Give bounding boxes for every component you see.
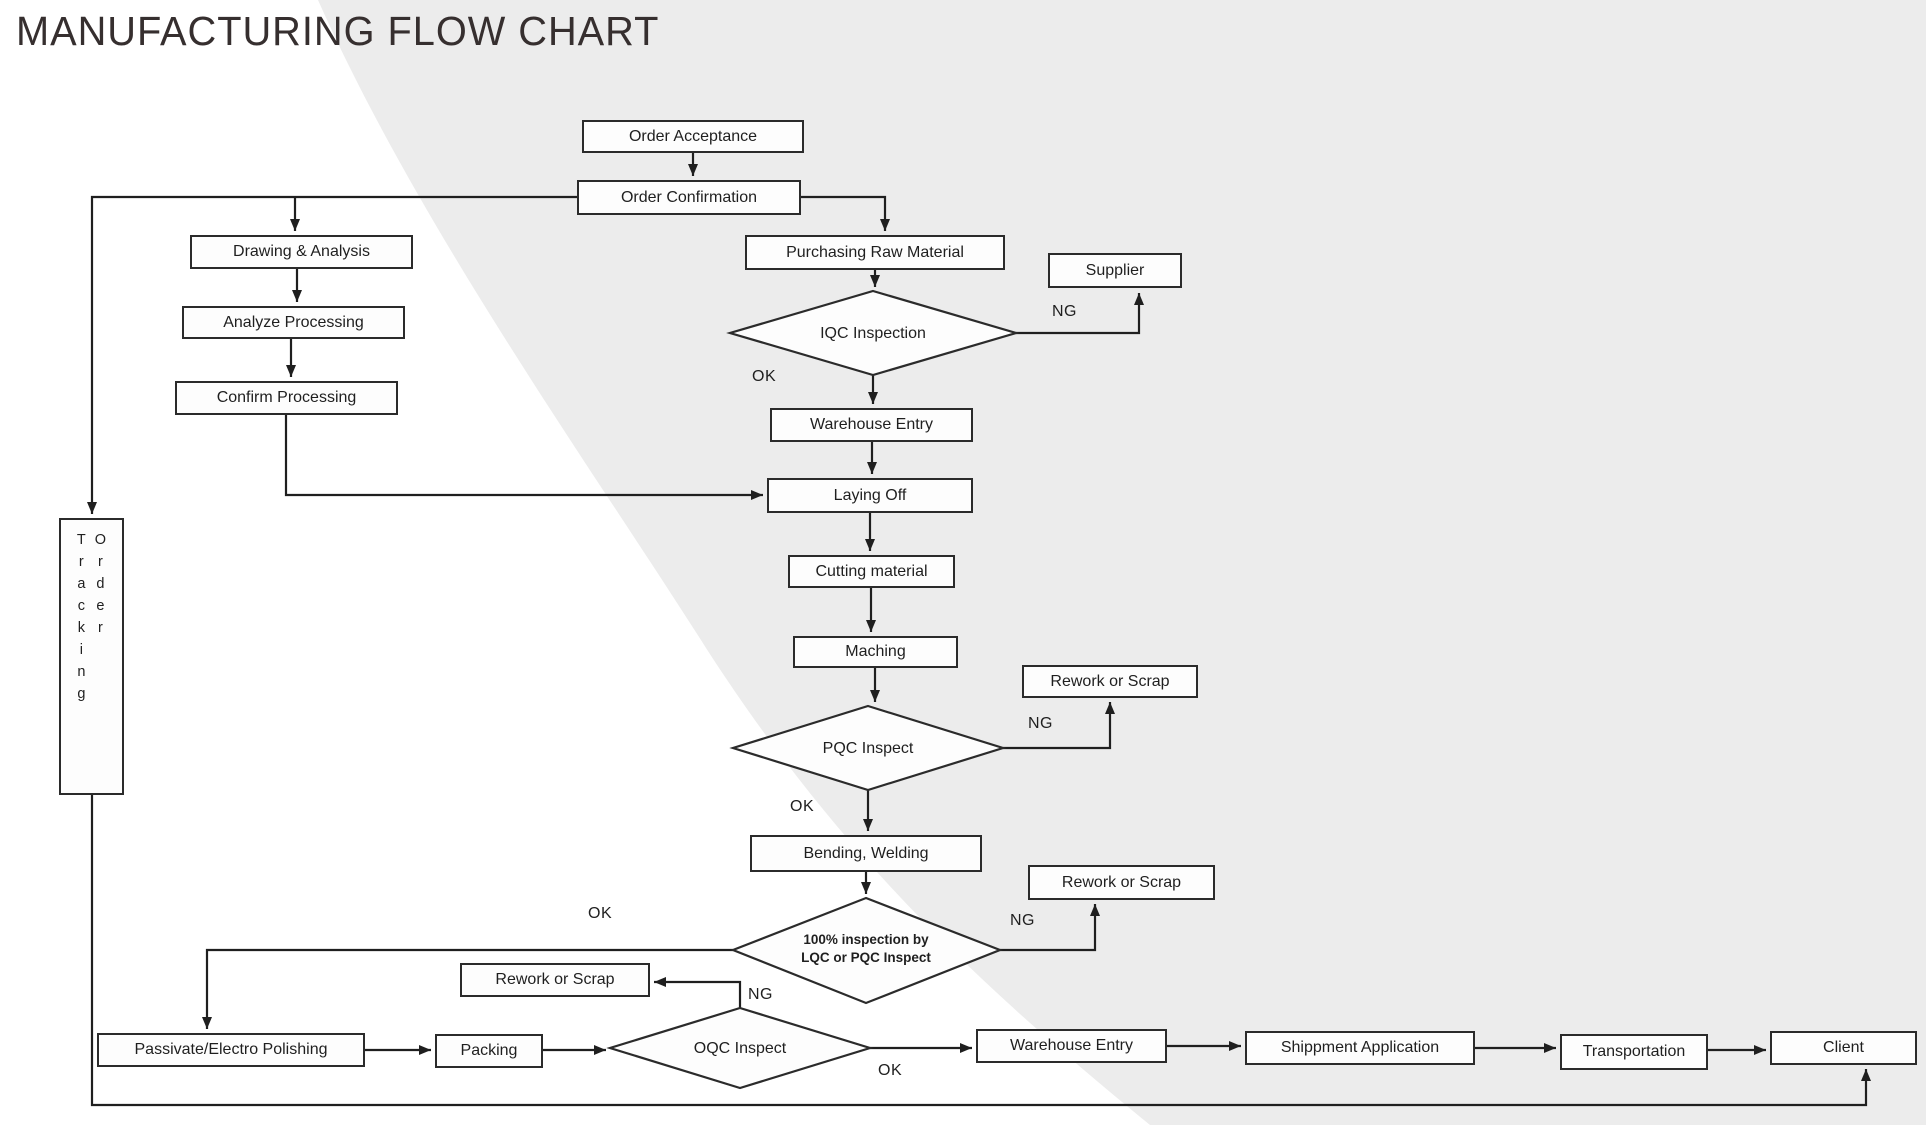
node-label: Transportation xyxy=(1582,1043,1686,1060)
node-label: Rework or Scrap xyxy=(495,971,615,988)
branch-label-oqc-ng: NG xyxy=(748,986,773,1003)
node-order-acceptance: Order Acceptance xyxy=(582,120,804,153)
decision-label-insp100-line2: LQC or PQC Inspect xyxy=(801,950,931,965)
decision-label-oqc: OQC Inspect xyxy=(693,1040,787,1057)
node-transportation: Transportation xyxy=(1560,1034,1708,1070)
decision-pqc-inspect xyxy=(729,704,1007,792)
node-shippment-application: Shippment Application xyxy=(1245,1031,1475,1065)
branch-label-iqc-ok: OK xyxy=(752,368,777,385)
node-label: Rework or Scrap xyxy=(1050,672,1170,690)
edge-tracking-to-client xyxy=(90,795,1871,1107)
node-confirm-processing: Confirm Processing xyxy=(175,381,398,415)
node-label: Client xyxy=(1823,1039,1864,1056)
node-label: Order Acceptance xyxy=(628,127,758,145)
node-label: Analyze Processing xyxy=(223,313,364,331)
decision-label-insp100-line1: 100% inspection by xyxy=(803,932,929,947)
node-purchasing-raw-material: Purchasing Raw Material xyxy=(745,235,1005,270)
node-rework-or-scrap-3: Rework or Scrap xyxy=(460,963,650,997)
edge-confirm-to-layingoff xyxy=(284,415,763,500)
node-label: Confirm Processing xyxy=(216,389,357,406)
swoosh-shape xyxy=(318,0,1926,1125)
decision-100-percent-inspection xyxy=(730,896,1004,1005)
node-laying-off: Laying Off xyxy=(767,478,973,513)
branch-label-pqc-ng: NG xyxy=(1028,715,1053,732)
node-packing: Packing xyxy=(435,1034,543,1068)
node-warehouse-entry-1: Warehouse Entry xyxy=(770,408,973,442)
node-tracking-order: T r a c k i n g O r d e r xyxy=(59,518,124,795)
node-cutting-material: Cutting material xyxy=(788,555,955,588)
edge-oqc-ng-to-rework3 xyxy=(654,977,742,1008)
node-label: Rework or Scrap xyxy=(1061,873,1182,891)
node-analyze-processing: Analyze Processing xyxy=(182,306,405,339)
decision-label-iqc: IQC Inspection xyxy=(820,325,926,342)
branch-label-insp100-ok: OK xyxy=(588,905,613,922)
node-label: Passivate/Electro Polishing xyxy=(134,1041,328,1058)
edge-confirmation-to-purchasing xyxy=(801,195,890,231)
node-client: Client xyxy=(1770,1031,1917,1065)
branch-label-iqc-ng: NG xyxy=(1052,303,1077,320)
node-maching: Maching xyxy=(793,636,958,668)
node-label: Drawing & Analysis xyxy=(233,243,370,260)
node-bending-welding: Bending, Welding xyxy=(750,835,982,872)
node-label: Laying Off xyxy=(833,486,907,504)
edge-iqc-ng-to-supplier xyxy=(1016,293,1144,335)
node-label: Packing xyxy=(460,1042,518,1059)
branch-label-pqc-ok: OK xyxy=(790,798,815,815)
node-label: Cutting material xyxy=(815,562,928,580)
node-label: Maching xyxy=(845,643,906,660)
order-column: O r d e r xyxy=(94,532,107,637)
node-label: Shippment Application xyxy=(1280,1039,1440,1056)
tracking-column: T r a c k i n g xyxy=(76,532,86,703)
node-label: Bending, Welding xyxy=(803,844,929,862)
decision-iqc-inspection xyxy=(726,289,1020,377)
node-drawing-analysis: Drawing & Analysis xyxy=(190,235,413,269)
node-supplier: Supplier xyxy=(1048,253,1182,288)
edge-insp100-ok-to-passivate xyxy=(202,948,733,1029)
node-label: Warehouse Entry xyxy=(1009,1037,1133,1054)
node-warehouse-entry-2: Warehouse Entry xyxy=(976,1029,1167,1063)
branch-label-insp100-ng: NG xyxy=(1010,912,1035,929)
node-rework-or-scrap-2: Rework or Scrap xyxy=(1028,865,1215,900)
edge-confirmation-to-tracking xyxy=(87,195,577,514)
node-label: Order Confirmation xyxy=(620,188,758,206)
decision-oqc-inspect xyxy=(606,1006,874,1090)
edge-pqc-ng-to-rework1 xyxy=(1003,702,1115,750)
edge-insp100-ng-to-rework2 xyxy=(1000,904,1100,952)
branch-label-oqc-ok: OK xyxy=(878,1062,903,1079)
page-title: MANUFACTURING FLOW CHART xyxy=(16,8,660,54)
node-order-confirmation: Order Confirmation xyxy=(577,180,801,215)
node-rework-or-scrap-1: Rework or Scrap xyxy=(1022,665,1198,698)
node-passivate-electro-polishing: Passivate/Electro Polishing xyxy=(97,1033,365,1067)
decision-label-pqc: PQC Inspect xyxy=(822,740,914,757)
node-label: Supplier xyxy=(1085,261,1145,279)
node-label: Purchasing Raw Material xyxy=(786,243,964,261)
node-label: Warehouse Entry xyxy=(809,416,933,433)
